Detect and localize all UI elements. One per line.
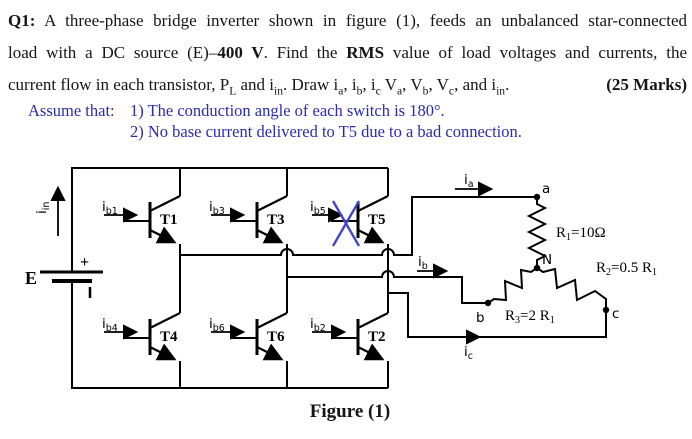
transistor-t2 [331,312,389,361]
top-rail-and-left-wire [71,167,388,272]
resistor-r1 [526,197,548,268]
r1-label: R1=10Ω [556,225,606,243]
assume-item-1: 1) The conduction angle of each switch i… [130,101,445,120]
assume-item-2: 2) No base current delivered to T5 due t… [130,121,522,141]
ib2-label: ib2 [310,316,326,334]
r3-label: R3=2 R1 [505,308,555,326]
base-drive-t1: ib1 [102,199,139,223]
assume-items: 1) The conduction angle of each switch i… [130,101,522,142]
t2-label: T2 [368,329,386,345]
question-line-2: load with a DC source (E)–400 V. Find th… [8,43,687,62]
source-label: E [25,268,37,288]
phase-current-ib: ib [417,254,449,279]
question-line-1: Q1: A three-phase bridge inverter shown … [8,11,687,30]
transistor-t1 [123,195,181,244]
ib4-label: ib4 [102,316,118,334]
node-c-label: c [612,306,619,322]
assume-label: Assume that: [28,101,115,120]
node-b-label: b [476,310,485,326]
t3-label: T3 [267,212,285,228]
ib3-label: ib3 [209,199,225,217]
node-b-dot [484,299,492,307]
plus-terminal-mark: + [80,254,89,271]
star-load [487,197,607,310]
phase-current-ic: ic [450,329,482,362]
bad-connection-x-mark [331,200,361,247]
t1-label: T1 [160,212,178,228]
question-block: Q1: A three-phase bridge inverter shown … [8,5,687,101]
phase-c-wire [388,292,607,338]
question-line-3: current flow in each transistor, PL and … [8,75,687,98]
transistor-t6 [230,312,288,361]
ia-label: ia [464,172,474,190]
bottom-rail-and-left-wire [71,281,388,389]
phase-current-ia: ia [455,172,494,197]
assumptions-block: Assume that: 1) The conduction angle of … [28,101,522,142]
input-current: iin [34,185,66,236]
base-drive-t5: ib5 [310,199,344,223]
t6-label: T6 [267,329,285,345]
ib-label: ib [418,254,428,272]
node-n-label: N [542,252,552,268]
t5-label: T5 [368,212,386,228]
base-drive-t6: ib6 [209,316,246,340]
phase-a-wire [180,196,537,256]
iin-label: iin [34,202,52,214]
ib1-label: ib1 [102,199,118,217]
node-a-dot [533,193,541,201]
node-a-label: a [542,181,550,197]
dc-source: E + [25,254,103,298]
resistor-r2 [536,267,607,310]
base-drive-t4: ib4 [102,316,139,340]
wiring [71,167,607,389]
ib5-label: ib5 [310,199,326,217]
ic-label: ic [464,344,473,362]
base-drive-t2: ib2 [310,316,347,340]
node-c-dot [602,306,610,314]
t4-label: T4 [160,329,178,345]
phase-b-wire [287,270,488,304]
resistor-r3 [487,267,538,304]
figure-caption: Figure (1) [309,401,391,422]
r2-label: R2=0.5 R1 [596,260,657,278]
node-n-dot [533,264,541,272]
ib6-label: ib6 [209,316,225,334]
base-drive-t3: ib3 [209,199,246,223]
